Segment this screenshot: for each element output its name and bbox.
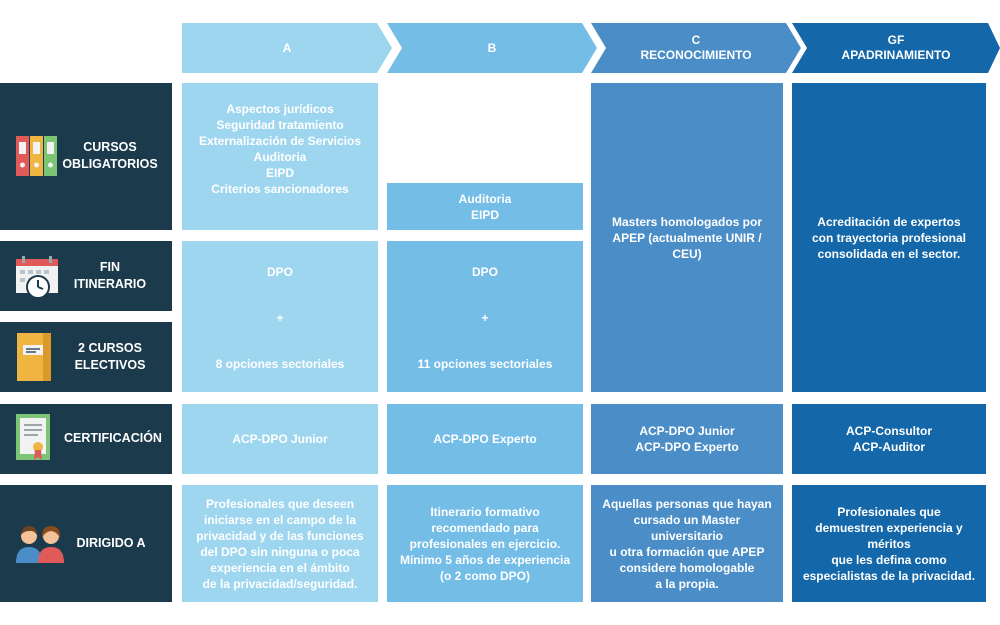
- row-label-line: ELECTIVOS: [74, 358, 146, 372]
- cell-a-certificacion: ACP-DPO Junior: [182, 404, 378, 474]
- cell-b-fin-itinerario: DPO + 11 opciones sectoriales: [387, 241, 583, 392]
- header-arrow-shape: [387, 23, 597, 73]
- fin-top: DPO: [471, 265, 498, 279]
- text-line: experiencia en el ámbito: [210, 560, 350, 575]
- course-item: Auditoria: [253, 150, 307, 164]
- column-name: APADRINAMIENTO: [841, 48, 951, 62]
- column-header-gf: GF APADRINAMIENTO: [792, 23, 1000, 73]
- header-arrow-shape: [182, 23, 392, 73]
- cell-a-dirigido-a: Profesionales que deseen iniciarse en el…: [182, 485, 378, 602]
- course-item: EIPD: [265, 166, 294, 180]
- row-label-line: CERTIFICACIÓN: [64, 431, 162, 445]
- row-label-line: DIRIGIDO A: [76, 536, 146, 550]
- text-line: Profesionales que: [837, 504, 941, 519]
- text-line: Itinerario formativo: [430, 504, 540, 519]
- cell-b-dirigido-a: Itinerario formativo recomendado para pr…: [387, 485, 583, 602]
- cert-item: ACP-DPO Junior: [232, 432, 328, 446]
- text-line: méritos: [867, 536, 911, 551]
- text-line: especialistas de la privacidad.: [802, 568, 976, 583]
- text-line: con trayectoria profesional: [811, 230, 967, 245]
- fin-top: DPO: [266, 265, 293, 279]
- cell-gf-certificacion: ACP-Consultor ACP-Auditor: [792, 404, 986, 474]
- course-item: EIPD: [470, 207, 499, 222]
- text-line: cursado un Master: [633, 512, 741, 527]
- cell-b-cursos-obligatorios: Auditoria EIPD: [387, 183, 583, 230]
- plus-sign: +: [481, 311, 489, 325]
- people-icon: [16, 526, 64, 563]
- text-line: Acreditación de expertos: [817, 214, 961, 229]
- cert-item: ACP-DPO Experto: [433, 432, 537, 446]
- course-item: Criterios sancionadores: [211, 182, 349, 196]
- column-header-c: C RECONOCIMIENTO: [591, 23, 801, 73]
- column-header-a: A: [182, 23, 392, 73]
- text-line: recomendado para: [431, 520, 539, 535]
- row-arrow-shape: [160, 534, 172, 552]
- column-name: RECONOCIMIENTO: [640, 48, 752, 62]
- column-code: C: [691, 33, 701, 47]
- column-code: B: [487, 40, 497, 55]
- cell-gf-apadrinamiento: Acreditación de expertos con trayectoria…: [792, 83, 986, 392]
- cell-b-certificacion: ACP-DPO Experto: [387, 404, 583, 474]
- cell-gf-dirigido-a: Profesionales que demuestren experiencia…: [792, 485, 986, 602]
- row-arrow-shape: [160, 348, 172, 366]
- text-line: u otra formación que APEP: [609, 544, 765, 559]
- cell-c-certificacion: ACP-DPO Junior ACP-DPO Experto: [591, 404, 783, 474]
- course-item: Auditoria: [458, 191, 512, 206]
- row-label-certificacion: CERTIFICACIÓN: [0, 404, 172, 474]
- certificate-icon: [16, 414, 50, 460]
- text-line: a la propia.: [655, 576, 719, 591]
- text-line: de la privacidad/seguridad.: [202, 576, 358, 591]
- cell-c-dirigido-a: Aquellas personas que hayan cursado un M…: [591, 485, 783, 602]
- text-line: privacidad y de las funciones: [196, 528, 364, 543]
- cell-c-reconocimiento: Masters homologados por APEP (actualment…: [591, 83, 783, 392]
- cell-a-cursos-obligatorios: Aspectos jurídicos Seguridad tratamiento…: [182, 83, 378, 230]
- row-label-line: 2 CURSOS: [78, 341, 142, 355]
- row-label-line: OBLIGATORIOS: [62, 157, 158, 171]
- text-line: demuestren experiencia y: [815, 520, 963, 535]
- folder-icon: [17, 333, 51, 381]
- row-arrow-shape: [160, 430, 172, 448]
- row-arrow-shape: [160, 147, 172, 165]
- text-line: (o 2 como DPO): [439, 568, 530, 583]
- row-label-fin-itinerario: FIN ITINERARIO: [0, 241, 172, 311]
- fin-bottom: 8 opciones sectoriales: [215, 357, 345, 371]
- text-line: que les defina como: [831, 552, 947, 567]
- row-label-cursos-obligatorios: CURSOS OBLIGATORIOS: [0, 83, 172, 230]
- cell-a-fin-itinerario: DPO + 8 opciones sectoriales: [182, 241, 378, 392]
- text-line: APEP (actualmente UNIR /: [612, 230, 762, 245]
- row-label-line: FIN: [99, 260, 121, 274]
- plus-sign: +: [276, 311, 284, 325]
- text-line: universitario: [650, 528, 724, 543]
- cert-item: ACP-DPO Junior: [639, 424, 735, 438]
- text-line: del DPO sin ninguna o poca: [200, 544, 360, 559]
- row-label-dirigido-a: DIRIGIDO A: [0, 485, 172, 602]
- text-line: iniciarse en el campo de la: [203, 512, 357, 527]
- text-line: consolidada en el sector.: [817, 246, 961, 261]
- row-label-cursos-electivos: 2 CURSOS ELECTIVOS: [0, 322, 172, 392]
- cert-item: ACP-Consultor: [846, 424, 932, 438]
- calendar-clock-icon: [16, 256, 58, 299]
- header-arrow-shape: [591, 23, 801, 73]
- course-item: Seguridad tratamiento: [216, 118, 344, 132]
- course-item: Externalización de Servicios: [198, 134, 362, 148]
- text-line: profesionales en ejercicio.: [409, 536, 561, 551]
- header-arrow-shape: [792, 23, 1000, 73]
- fin-bottom: 11 opciones sectoriales: [417, 357, 553, 371]
- binders-icon: [16, 136, 57, 176]
- cert-item: ACP-DPO Experto: [635, 440, 739, 454]
- text-line: Profesionales que deseen: [205, 496, 355, 511]
- row-label-line: ITINERARIO: [73, 277, 147, 291]
- text-line: considere homologable: [619, 560, 755, 575]
- text-line: CEU): [672, 246, 702, 261]
- column-code: GF: [887, 33, 905, 47]
- text-line: Mínimo 5 años de experiencia: [399, 552, 571, 567]
- text-line: Aquellas personas que hayan: [602, 496, 772, 511]
- cert-item: ACP-Auditor: [853, 440, 925, 454]
- row-label-line: CURSOS: [83, 140, 137, 154]
- column-code: A: [282, 40, 292, 55]
- text-line: Masters homologados por: [611, 214, 763, 229]
- course-item: Aspectos jurídicos: [226, 102, 334, 116]
- row-arrow-shape: [160, 267, 172, 285]
- column-header-b: B: [387, 23, 597, 73]
